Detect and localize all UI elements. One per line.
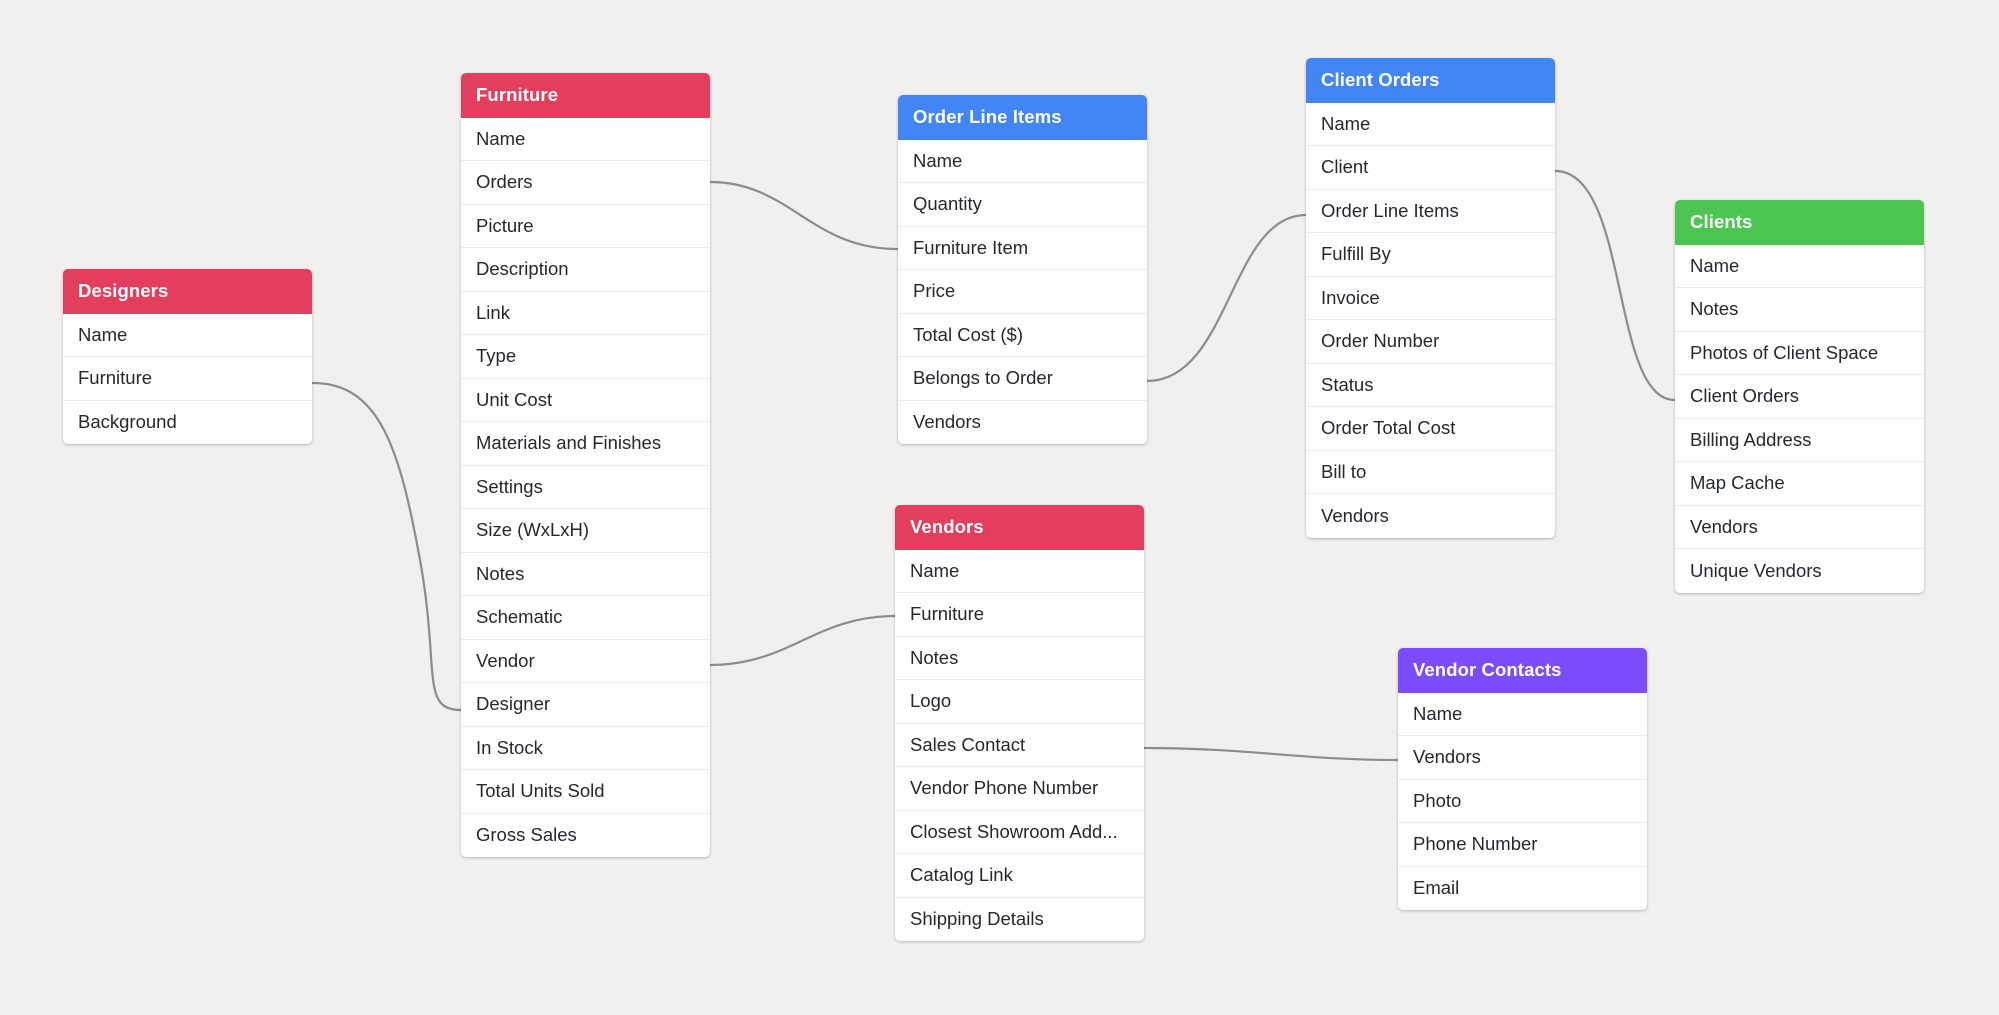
field-row[interactable]: Vendors (1675, 506, 1924, 549)
field-row[interactable]: Vendors (913, 411, 981, 433)
field-row[interactable]: Name (461, 118, 710, 161)
field-row[interactable]: Gross Sales (476, 824, 577, 846)
field-row[interactable]: Name (1306, 103, 1555, 146)
field-row[interactable]: Quantity (898, 183, 1147, 227)
table-title-designers[interactable]: Designers (63, 269, 312, 314)
field-row[interactable]: Client Orders (1675, 375, 1924, 419)
field-row[interactable]: Logo (895, 680, 1144, 724)
field-row[interactable]: Vendors (1321, 504, 1389, 526)
link-furniture-vendors (708, 614, 897, 667)
field-row[interactable]: Link (461, 292, 710, 335)
field-row[interactable]: Billing Address (1675, 419, 1924, 462)
field-row[interactable]: Price (898, 270, 1147, 314)
field-row[interactable]: Fulfill By (1306, 233, 1555, 277)
table-title-client-orders[interactable]: Client Orders (1306, 58, 1555, 103)
table-title-clients[interactable]: Clients (1675, 200, 1924, 245)
table-title-vendor-contacts[interactable]: Vendor Contacts (1398, 648, 1647, 693)
link-orderlineitems-clientorders (1145, 213, 1308, 383)
field-row[interactable]: Type (461, 335, 710, 379)
field-row[interactable]: Name (898, 140, 1147, 183)
link-vendors-vendorcontacts (1142, 746, 1400, 762)
field-row[interactable]: Photos of Client Space (1675, 332, 1924, 375)
field-row[interactable]: Settings (461, 466, 710, 509)
table-title-vendors[interactable]: Vendors (895, 505, 1144, 550)
field-row[interactable]: Notes (895, 637, 1144, 680)
field-row[interactable]: Belongs to Order (898, 357, 1147, 401)
field-row[interactable]: Description (461, 248, 710, 292)
field-row[interactable]: Schematic (461, 596, 710, 640)
field-row[interactable]: Unique Vendors (1690, 559, 1822, 581)
field-row[interactable]: Name (1398, 693, 1647, 736)
field-row[interactable]: Client (1306, 146, 1555, 190)
table-title-furniture[interactable]: Furniture (461, 73, 710, 118)
field-row[interactable]: Furniture Item (898, 227, 1147, 270)
field-row[interactable]: Vendor Phone Number (895, 767, 1144, 811)
field-row[interactable]: Closest Showroom Add... (895, 811, 1144, 854)
table-title-order-line-items[interactable]: Order Line Items (898, 95, 1147, 140)
field-row[interactable]: Vendors (1398, 736, 1647, 780)
field-row[interactable]: Catalog Link (895, 854, 1144, 898)
field-row[interactable]: Picture (461, 205, 710, 248)
field-row[interactable]: Notes (461, 553, 710, 596)
field-row[interactable]: Unit Cost (461, 379, 710, 422)
field-row[interactable]: Size (WxLxH) (461, 509, 710, 553)
field-row[interactable]: Orders (461, 161, 710, 205)
field-row[interactable]: Sales Contact (895, 724, 1144, 767)
field-row[interactable]: Bill to (1306, 451, 1555, 494)
field-row[interactable]: Phone Number (1398, 823, 1647, 867)
link-clientorders-clients (1553, 169, 1677, 402)
link-furniture-orderlineitems (708, 180, 900, 251)
field-row[interactable]: Order Total Cost (1306, 407, 1555, 451)
field-row[interactable]: Furniture (63, 357, 312, 401)
field-row[interactable]: Furniture (895, 593, 1144, 637)
field-row[interactable]: Name (895, 550, 1144, 593)
field-row[interactable]: Map Cache (1675, 462, 1924, 506)
field-row[interactable]: Email (1413, 877, 1460, 899)
link-designers-furniture (311, 381, 463, 712)
field-row[interactable]: Total Units Sold (461, 770, 710, 814)
field-row[interactable]: Name (1675, 245, 1924, 288)
field-row[interactable]: Status (1306, 364, 1555, 407)
field-row[interactable]: Total Cost ($) (898, 314, 1147, 357)
field-row[interactable]: Invoice (1306, 277, 1555, 320)
field-row[interactable]: Designer (461, 683, 710, 727)
field-row[interactable]: Materials and Finishes (461, 422, 710, 466)
field-row[interactable]: Order Line Items (1306, 190, 1555, 233)
field-row[interactable]: Name (63, 314, 312, 357)
field-row[interactable]: Shipping Details (910, 908, 1044, 930)
field-row[interactable]: Order Number (1306, 320, 1555, 364)
field-row[interactable]: Photo (1398, 780, 1647, 823)
field-row[interactable]: Notes (1675, 288, 1924, 332)
field-row[interactable]: In Stock (461, 727, 710, 770)
field-row[interactable]: Background (78, 411, 177, 433)
field-row[interactable]: Vendor (461, 640, 710, 683)
